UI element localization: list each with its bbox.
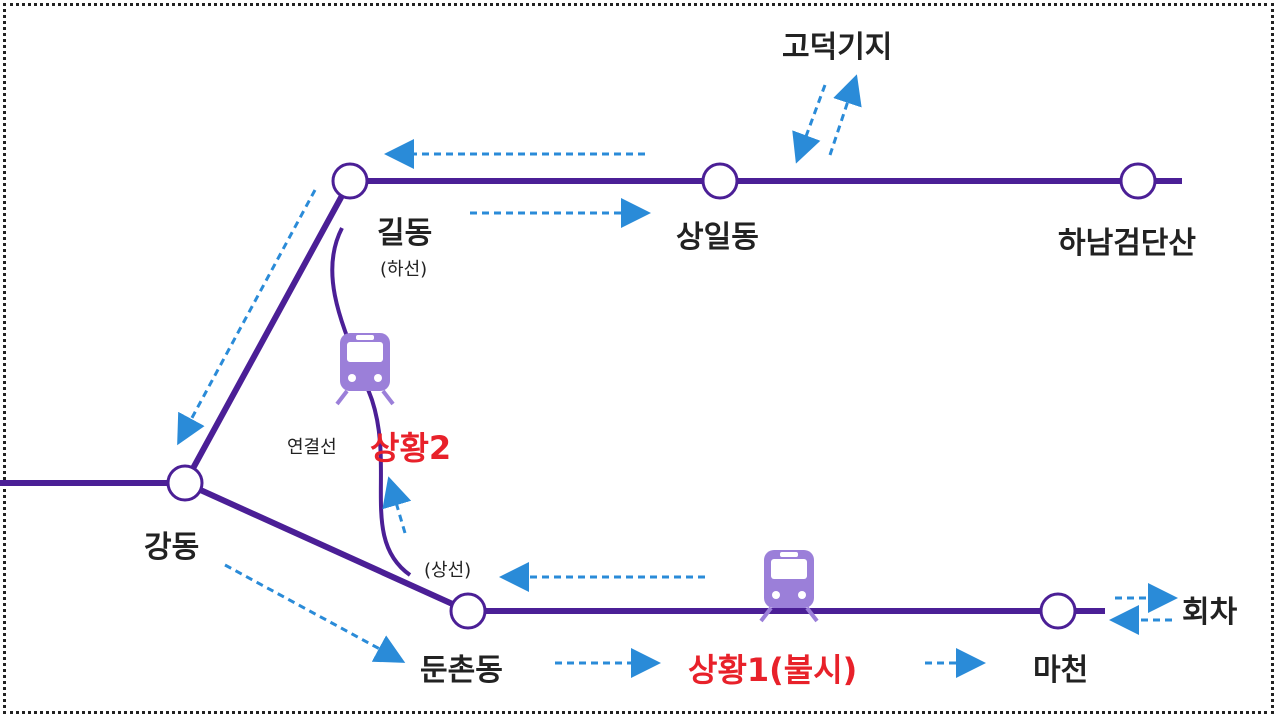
connector-track — [330, 227, 412, 577]
station-marker-sangil — [701, 162, 739, 200]
station-markers — [166, 162, 1157, 630]
station-marker-macheon — [1039, 592, 1077, 630]
situation1-label: 상황1(불시) — [688, 651, 858, 689]
arrow-to-dunchon — [224, 563, 406, 663]
station-sublabel-dunchon: (상선) — [424, 560, 472, 581]
station-marker-hanam — [1119, 162, 1157, 200]
station-label-sangil: 상일동 — [676, 220, 759, 255]
turnback-label: 회차 — [1182, 595, 1238, 630]
direction-arrows — [177, 74, 1178, 678]
station-sublabel-gildong: (하선) — [380, 259, 428, 280]
arrow-to-depot — [828, 74, 862, 156]
depot-label: 고덕기지 — [782, 30, 893, 65]
situation2-label: 상황2 — [370, 429, 452, 467]
station-label-dunchon: 둔촌동 — [420, 653, 503, 688]
station-marker-gildong — [331, 162, 369, 200]
station-marker-gangdong — [166, 464, 204, 502]
station-label-gangdong: 강동 — [144, 530, 200, 565]
track-lines — [0, 178, 1182, 614]
gangdong-dunchon-track — [183, 480, 470, 614]
arrow-from-depot — [792, 84, 827, 164]
station-label-hanam: 하남검단산 — [1058, 226, 1196, 261]
station-marker-dunchon — [449, 592, 487, 630]
diagram-frame — [3, 3, 1274, 714]
train-icon — [335, 333, 395, 406]
gangdong-gildong-track — [182, 179, 353, 485]
station-label-gildong: 길동 — [377, 216, 433, 251]
arrow-to-gangdong — [177, 189, 317, 446]
arrow-connector-up — [382, 476, 412, 534]
train-icon — [759, 550, 819, 623]
station-label-macheon: 마천 — [1033, 653, 1089, 688]
connector-label: 연결선 — [287, 437, 337, 458]
